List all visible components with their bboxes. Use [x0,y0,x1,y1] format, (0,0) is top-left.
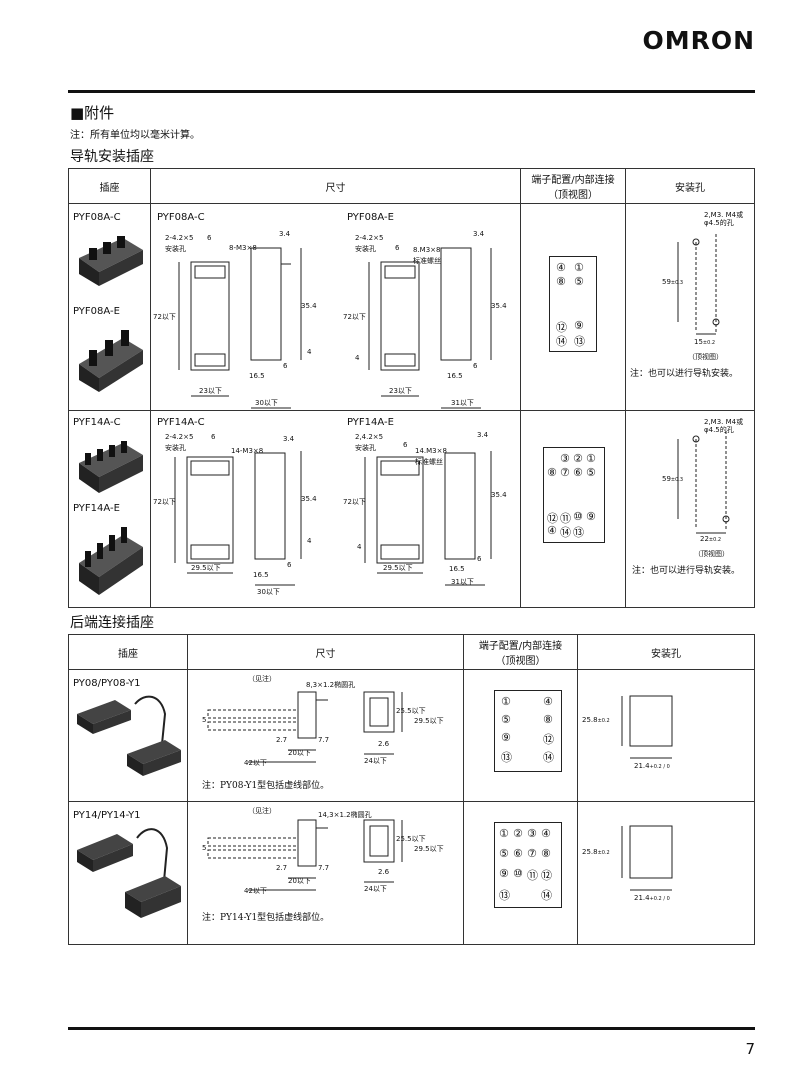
table-row: PY08/PY08-Y1 （见注） 8,3×1.2椭圆孔 5 2.7 [68,669,755,802]
dim-title: PYF14A-C [157,417,205,428]
terminal-diagram: ③ ② ① ⑧ ⑦ ⑥ ⑤ ⑫ ⑪ ⑩ ⑨ ④ ⑭ ⑬ [543,447,605,543]
col-socket: 插座 [68,168,151,204]
socket-name: PYF08A-E [73,306,120,317]
mount-cutout-drawing [621,695,673,759]
col-dimensions: 尺寸 [150,168,521,204]
socket-photo [77,828,181,918]
socket-photo [77,695,181,776]
col-mount: 安装孔 [577,634,755,670]
table2-header-row: 插座 尺寸 端子配置/内部连接（顶视图） 安装孔 [68,634,755,670]
table1-header-row: 插座 尺寸 端子配置/内部连接（顶视图） 安装孔 [68,168,755,204]
dimension-drawing [178,247,492,409]
socket-photo [79,527,143,595]
col-mount: 安装孔 [625,168,755,204]
dim-title: PYF14A-E [347,417,394,428]
page-number: 7 [745,1040,755,1058]
table2-title: 后端连接插座 [70,615,154,631]
table-row: PYF14A-C PYF14A-E PYF14A-C PYF14A-E [68,410,755,608]
dimension-drawing [207,819,403,891]
omron-logo: OMRON [642,26,755,55]
socket-name: PYF14A-C [73,417,121,428]
header-rule [68,90,755,93]
dimension-drawing [174,451,492,586]
dim-title: PYF08A-C [157,212,205,223]
units-note: 注：所有单位均以毫米计算。 [70,130,200,141]
socket-photo [79,330,143,392]
socket-photo [79,441,143,493]
socket-name: PY08/PY08-Y1 [73,678,141,689]
col-terminal: 端子配置/内部连接（顶视图） [463,634,578,670]
footer-rule [68,1027,755,1030]
col-terminal: 端子配置/内部连接（顶视图） [520,168,626,204]
table-row: PY14/PY14-Y1 （见注） 14,3×1.2椭圆孔 5 2.7 [68,801,755,945]
terminal-diagram: ④ ① ⑧ ⑤ ⑫ ⑨ ⑭ ⑬ [549,256,597,352]
socket-name: PYF08A-C [73,212,121,223]
mount-hole-drawing [677,431,730,534]
socket-photo [79,236,143,286]
mount-hole-drawing [677,234,720,335]
socket-name: PY14/PY14-Y1 [73,810,141,821]
col-dimensions: 尺寸 [187,634,464,670]
table-row: PYF08A-C PYF08A-E PYF08A-C PYF08A-E [68,203,755,411]
terminal-diagram: ① ④ ⑤ ⑧ ⑨ ⑫ ⑬ ⑭ [494,690,562,772]
socket-name: PYF14A-E [73,503,120,514]
rail-socket-table: 插座 尺寸 端子配置/内部连接（顶视图） 安装孔 PYF08A-C PYF08A… [68,168,755,608]
back-socket-table: 插座 尺寸 端子配置/内部连接（顶视图） 安装孔 PY08/PY08-Y1 [68,634,755,945]
dim-title: PYF08A-E [347,212,394,223]
col-socket: 插座 [68,634,188,670]
table1-title: 导轨安装插座 [70,149,154,165]
dimension-drawing [207,691,403,763]
mount-cutout-drawing [621,825,673,891]
terminal-diagram: ① ② ③ ④ ⑤ ⑥ ⑦ ⑧ ⑨ ⑩ ⑪ ⑫ ⑬ ⑭ [494,822,562,908]
section-title: ■附件 [70,104,115,122]
